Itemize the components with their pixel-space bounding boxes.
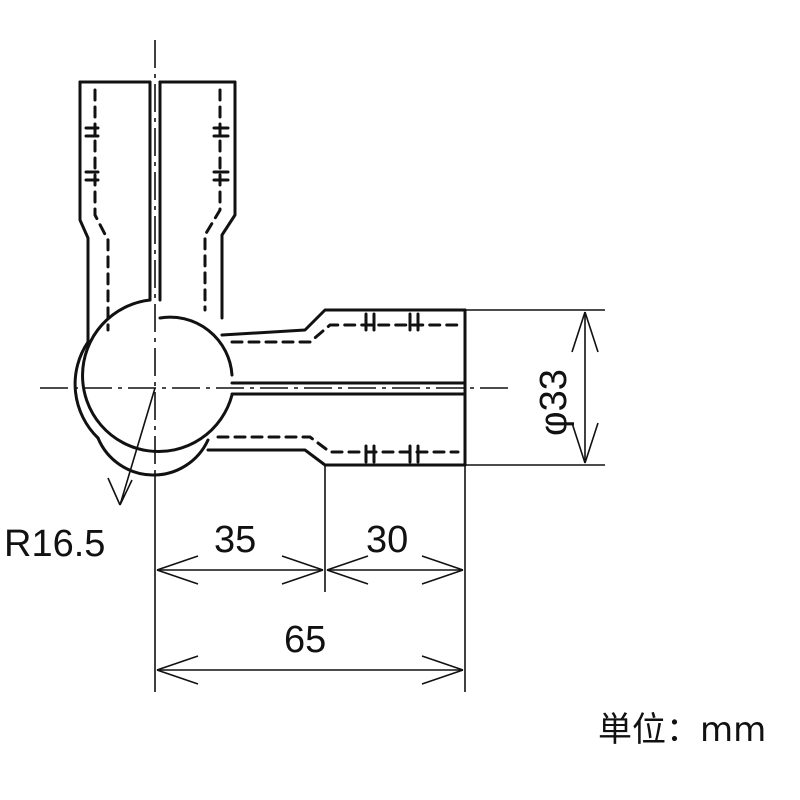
horizontal-slot-1 [364,312,376,332]
vertical-arm-hidden-right [203,88,222,312]
vertical-slot-4 [212,170,230,182]
vertical-slot-2 [84,170,100,182]
horizontal-slot-4 [408,444,420,464]
radius-leader [107,387,156,506]
dim-30-label: 30 [366,519,408,561]
dim-35-arrow-left [156,555,199,585]
horizontal-arm-hidden-top [230,323,460,344]
vertical-slot-3 [212,126,230,138]
unit-label: 単位：mm [598,710,767,750]
radius-label: R16.5 [4,523,105,565]
vertical-arm-left-outline [73,80,100,440]
dim-65-label: 65 [284,619,326,661]
horizontal-slot-2 [408,312,420,332]
dim-dia-arrow-top [571,311,599,353]
horizontal-arm-bottom-outline [206,448,467,467]
dim-35-arrow-right [281,555,324,585]
vertical-slot-1 [84,126,100,138]
vertical-arm-hidden-left [93,88,110,332]
elbow-ball-inner [158,315,234,377]
dim-35-label: 35 [214,519,256,561]
elbow-ball-outline [81,298,234,454]
dim-30-arrow-right [421,555,464,585]
horizontal-slot-3 [364,444,376,464]
dim-65-arrow-left [156,655,199,685]
dim-dia-arrow-bottom [571,422,599,464]
vertical-arm-right-outline [220,80,237,320]
elbow-ball-inner-lower [96,436,210,477]
horizontal-arm-hidden-bottom [216,435,460,454]
dim-dia-label: φ33 [533,369,575,436]
dim-65-arrow-right [421,655,464,685]
horizontal-arm-top-outline [220,308,467,337]
dim-30-arrow-left [326,555,369,585]
